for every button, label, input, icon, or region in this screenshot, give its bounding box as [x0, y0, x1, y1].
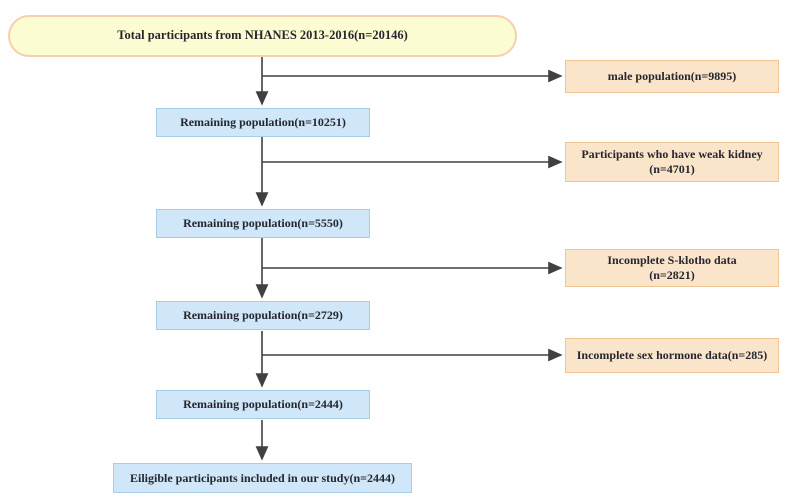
exclusion-line: (n=2821): [649, 268, 695, 282]
exclusion-line: Participants who have weak kidney: [581, 147, 763, 161]
main-box-remaining-3: Remaining population(n=2729): [156, 301, 370, 330]
exclusion-line: Incomplete S-klotho data: [607, 253, 737, 267]
exclusion-box-incomplete-sex-hormone: Incomplete sex hormone data(n=285): [565, 338, 779, 373]
exclusion-box-incomplete-sklotho: Incomplete S-klotho data (n=2821): [565, 249, 779, 287]
final-box-eligible-participants: Eiligible participants included in our s…: [113, 463, 412, 493]
exclusion-box-weak-kidney: Participants who have weak kidney (n=470…: [565, 142, 779, 182]
main-box-remaining-2: Remaining population(n=5550): [156, 209, 370, 238]
main-box-remaining-1: Remaining population(n=10251): [156, 108, 370, 137]
exclusion-box-male-population: male population(n=9895): [565, 60, 779, 93]
exclusion-line: male population(n=9895): [607, 69, 737, 83]
main-box-remaining-4: Remaining population(n=2444): [156, 390, 370, 419]
start-box-total-participants: Total participants from NHANES 2013-2016…: [8, 15, 517, 57]
exclusion-line: (n=4701): [649, 162, 695, 176]
exclusion-line: Incomplete sex hormone data(n=285): [576, 348, 768, 362]
